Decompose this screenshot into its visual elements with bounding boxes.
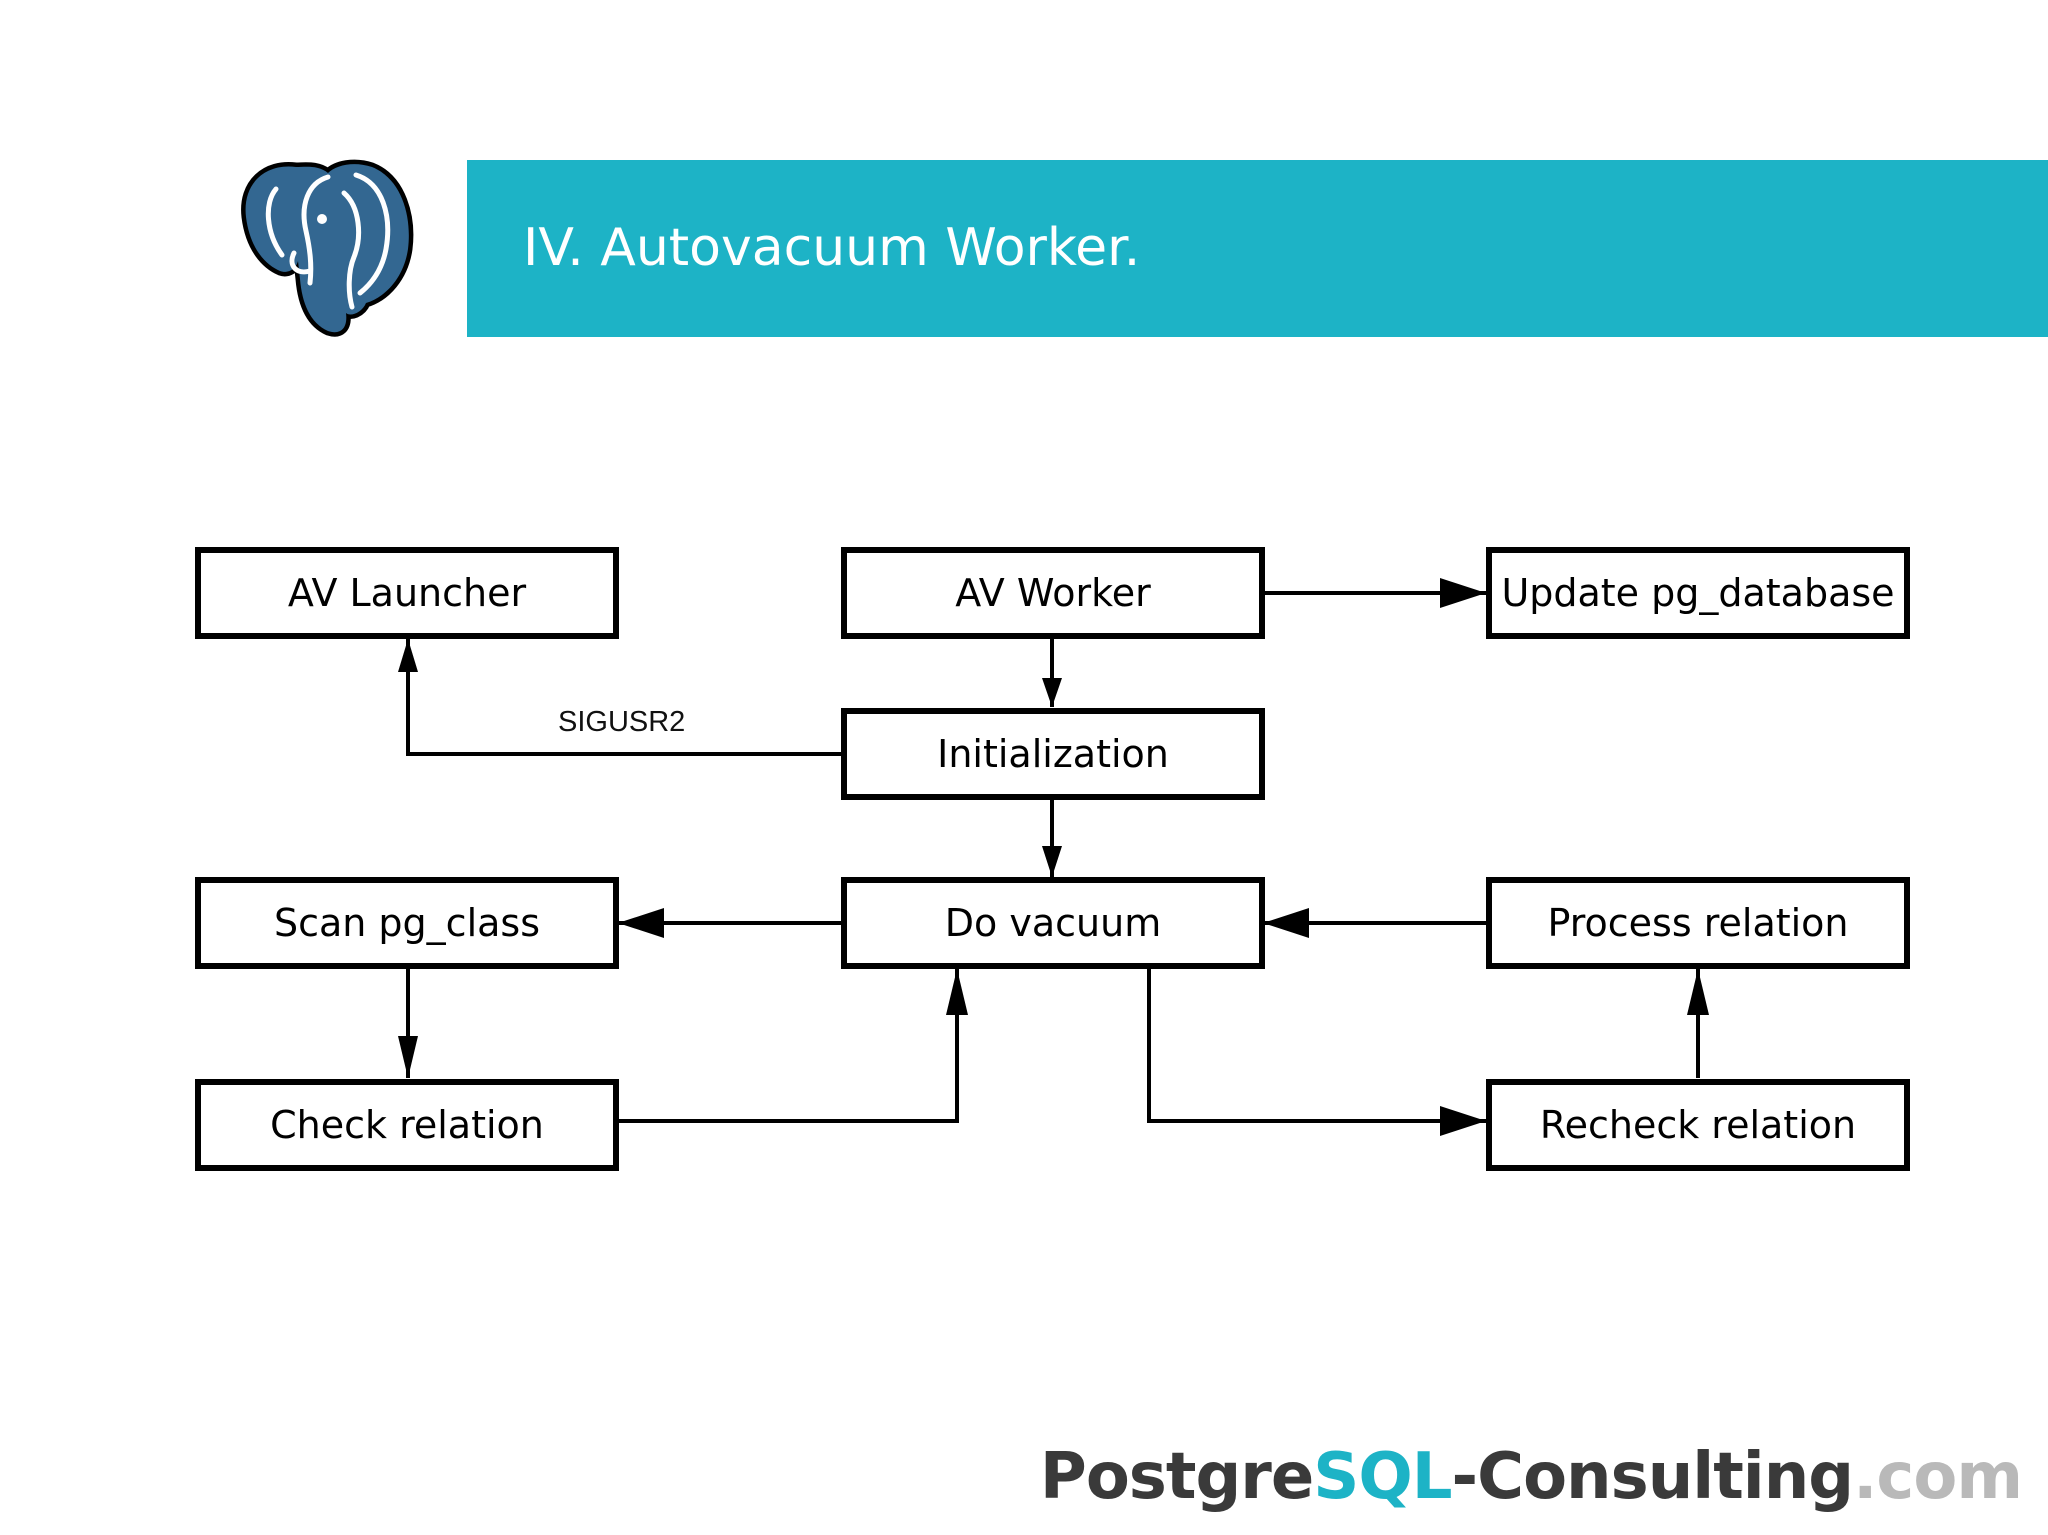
node-update-pg-database: Update pg_database <box>1486 547 1910 639</box>
node-check-relation: Check relation <box>195 1079 619 1171</box>
node-process-relation: Process relation <box>1486 877 1910 969</box>
brand-part: SQL <box>1313 1440 1452 1514</box>
arrowhead <box>1687 969 1709 1015</box>
brand-part: -Consulting <box>1451 1440 1855 1514</box>
postgresql-elephant-logo <box>241 159 414 337</box>
edge-check-to-vacuum <box>618 969 959 1123</box>
arrowhead <box>1440 1106 1486 1136</box>
brand-part: Postgre <box>1039 1440 1314 1514</box>
node-scan-pg-class: Scan pg_class <box>195 877 619 969</box>
slide-title: IV. Autovacuum Worker. <box>523 218 1141 278</box>
arrowhead <box>1263 908 1309 938</box>
title-banner: IV. Autovacuum Worker. <box>467 160 2048 337</box>
arrowhead <box>1042 846 1062 877</box>
node-av-worker: AV Worker <box>841 547 1265 639</box>
brand-part: .com <box>1853 1440 2023 1514</box>
edge-label-sigusr2: SIGUSR2 <box>558 706 686 738</box>
brand-wordmark: PostgreSQL-Consulting.com <box>1039 1440 2023 1514</box>
arrowhead <box>946 969 968 1015</box>
arrowhead <box>618 908 664 938</box>
edge-vacuum-to-recheck <box>1147 969 1486 1123</box>
edge-init-to-launcher <box>406 639 842 756</box>
arrowhead <box>1042 678 1062 707</box>
node-initialization: Initialization <box>841 708 1265 800</box>
arrowhead <box>398 639 418 672</box>
node-av-launcher: AV Launcher <box>195 547 619 639</box>
node-do-vacuum: Do vacuum <box>841 877 1265 969</box>
arrowhead <box>398 1036 418 1078</box>
arrowhead <box>1440 578 1486 608</box>
node-recheck-relation: Recheck relation <box>1486 1079 1910 1171</box>
